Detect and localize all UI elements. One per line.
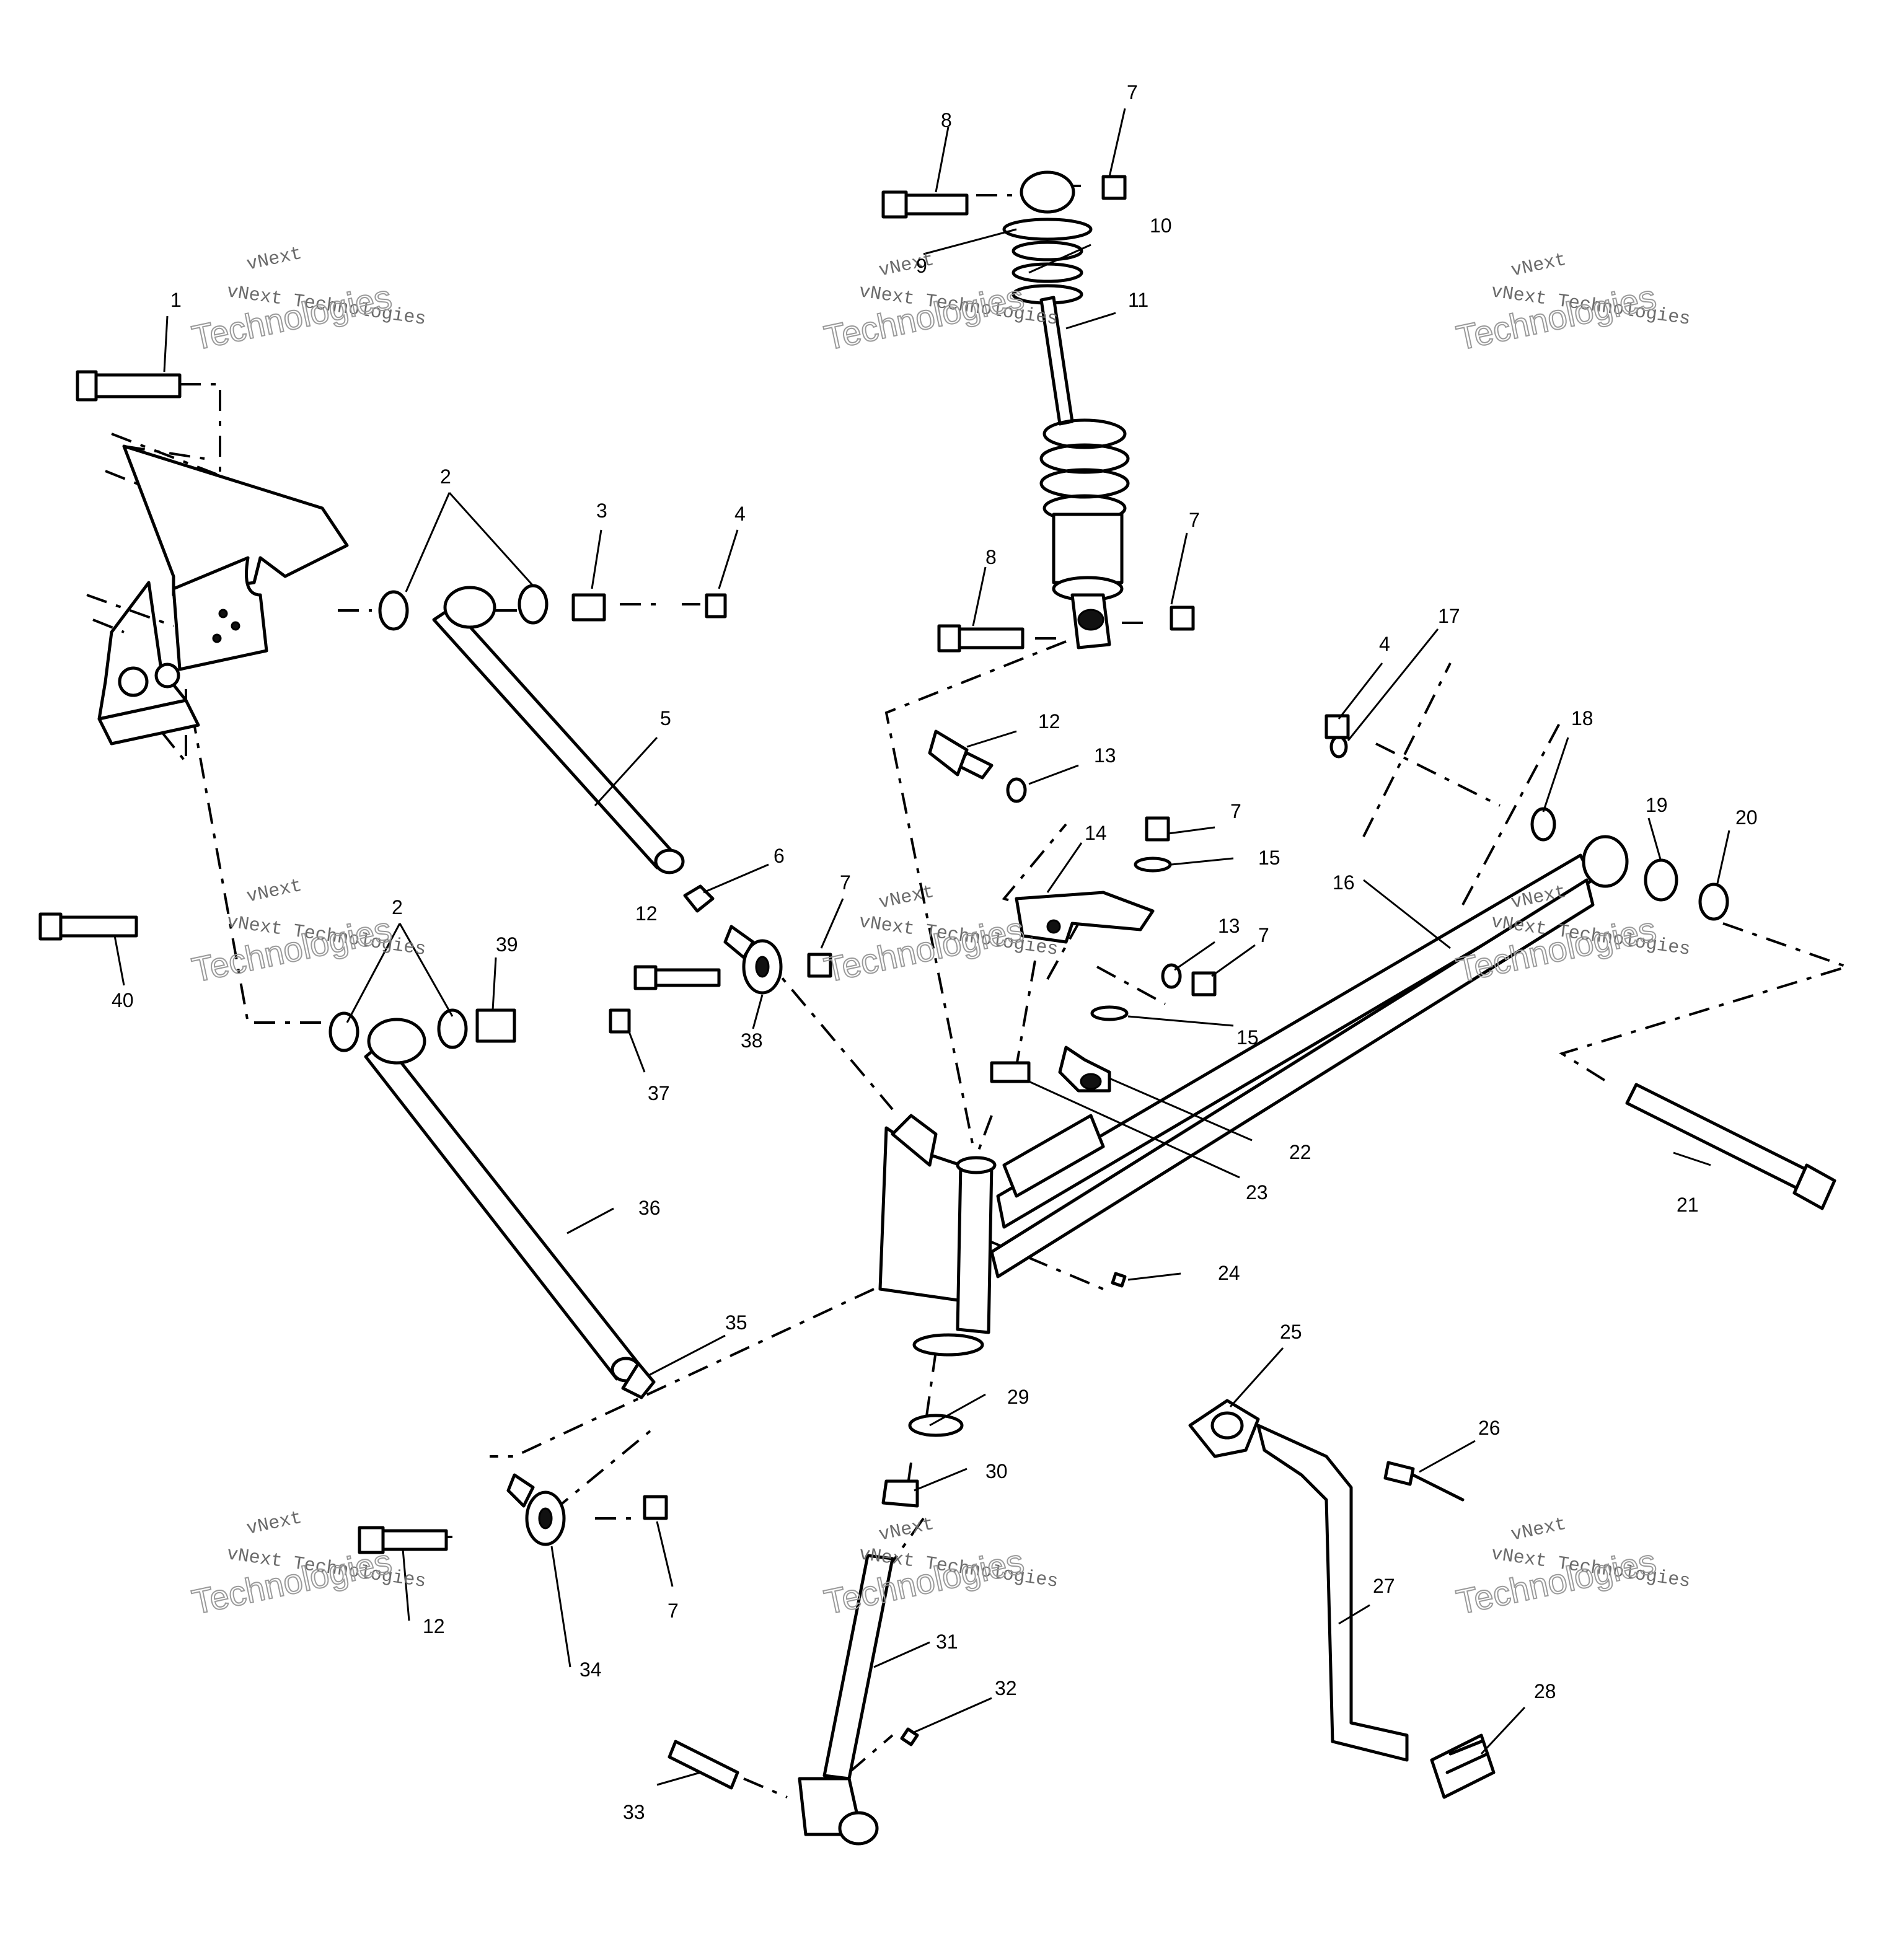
callout-15: 15: [1236, 1026, 1259, 1049]
svg-text:Technologies: Technologies: [1453, 277, 1659, 358]
callout-26: 26: [1478, 1417, 1501, 1439]
svg-text:vNext: vNext: [877, 250, 936, 282]
callout-16: 16: [1333, 871, 1355, 894]
callout-39: 39: [496, 933, 518, 956]
bolt-1: [76, 370, 182, 402]
callout-33: 33: [623, 1801, 645, 1823]
callout-7: 7: [840, 871, 851, 894]
callout-12: 12: [635, 902, 658, 925]
callout-23: 23: [1246, 1181, 1268, 1204]
svg-text:vNext: vNext: [245, 244, 304, 276]
svg-text:Technologies: Technologies: [188, 277, 395, 358]
callout-34: 34: [580, 1658, 602, 1681]
bolt-8-top: [881, 190, 969, 219]
callout-2: 2: [392, 896, 403, 918]
callout-8: 8: [941, 109, 952, 131]
callout-38: 38: [741, 1029, 763, 1052]
bolt-12-bottom: [358, 1526, 448, 1554]
callout-35: 35: [725, 1311, 747, 1334]
watermark-bottom-right: vNext vNext Technologies Technologies: [1452, 1514, 1691, 1622]
callout-25: 25: [1280, 1321, 1302, 1343]
callout-11: 11: [1128, 289, 1148, 311]
callout-3: 3: [596, 500, 607, 522]
upper-a-arm: [378, 584, 727, 874]
svg-text:vNext: vNext: [1509, 1514, 1568, 1546]
callout-7: 7: [668, 1600, 679, 1622]
callout-labels: 1 2 3 4 5 6 7 8 7 9 10 11 8 7 12 13 14 7…: [112, 81, 1758, 1823]
svg-text:vNext: vNext: [245, 1508, 304, 1540]
callout-7: 7: [1127, 81, 1138, 103]
lower-a-arm: [328, 1008, 656, 1399]
shock-absorber: [1002, 170, 1195, 649]
watermark-top-right: vNext vNext Technologies Technologies: [1452, 250, 1691, 358]
callout-40: 40: [112, 989, 134, 1011]
assembly-dashed-lines: [160, 185, 1851, 1798]
callout-17: 17: [1438, 605, 1460, 627]
callout-9: 9: [916, 255, 927, 277]
callout-13: 13: [1218, 915, 1240, 937]
callout-22: 22: [1289, 1141, 1311, 1163]
svg-text:Technologies: Technologies: [821, 277, 1027, 358]
callout-7: 7: [1230, 800, 1241, 822]
tie-rod-end-34: [506, 1473, 668, 1546]
callout-8: 8: [985, 546, 997, 568]
watermark-mid-left: vNext vNext Technologies Technologies: [188, 876, 427, 990]
svg-text:vNext: vNext: [245, 876, 304, 908]
callout-1: 1: [170, 289, 182, 311]
callout-6: 6: [774, 845, 785, 867]
callout-21: 21: [1677, 1194, 1699, 1216]
callout-30: 30: [985, 1460, 1008, 1482]
callout-4: 4: [1379, 633, 1390, 655]
svg-text:vNext: vNext: [877, 1514, 936, 1546]
callout-28: 28: [1534, 1680, 1556, 1702]
callout-36: 36: [638, 1197, 661, 1219]
steering-bracket: [990, 777, 1217, 1288]
spindle: [668, 1414, 964, 1846]
callout-20: 20: [1735, 806, 1758, 829]
bolt-40: [38, 912, 138, 941]
brake-pedal: [1188, 1399, 1496, 1799]
callout-12: 12: [1038, 710, 1060, 733]
callout-27: 27: [1373, 1575, 1395, 1597]
callout-12: 12: [423, 1615, 445, 1637]
frame-bracket: [86, 433, 349, 746]
leader-lines: [113, 108, 1730, 1786]
svg-text:vNext: vNext: [877, 882, 936, 914]
bolt-12-right: [928, 729, 994, 780]
callout-31: 31: [936, 1631, 958, 1653]
bolt-12-mid: [633, 965, 721, 990]
watermark-top-left: vNext vNext Technologies Technologies: [188, 244, 427, 358]
svg-text:vNext: vNext: [1509, 250, 1568, 282]
callout-24: 24: [1218, 1262, 1240, 1284]
callout-4: 4: [734, 503, 746, 525]
callout-32: 32: [995, 1677, 1017, 1699]
callout-7: 7: [1258, 924, 1269, 946]
callout-2: 2: [440, 465, 451, 488]
callout-5: 5: [660, 707, 671, 729]
callout-10: 10: [1150, 214, 1172, 237]
callout-37: 37: [648, 1082, 670, 1104]
watermark-bottom-center: vNext vNext Technologies Technologies: [820, 1514, 1059, 1622]
watermark-bottom-left: vNext vNext Technologies Technologies: [188, 1508, 427, 1622]
callout-18: 18: [1571, 707, 1593, 729]
callout-19: 19: [1646, 794, 1668, 816]
callout-13: 13: [1094, 744, 1116, 767]
callout-14: 14: [1085, 822, 1107, 844]
callout-15: 15: [1258, 847, 1280, 869]
tie-rod-end-38: [683, 884, 832, 995]
bolt-21: [1625, 1083, 1836, 1210]
callout-29: 29: [1007, 1386, 1029, 1408]
callout-7: 7: [1189, 509, 1200, 531]
bolt-8-mid: [937, 624, 1025, 653]
